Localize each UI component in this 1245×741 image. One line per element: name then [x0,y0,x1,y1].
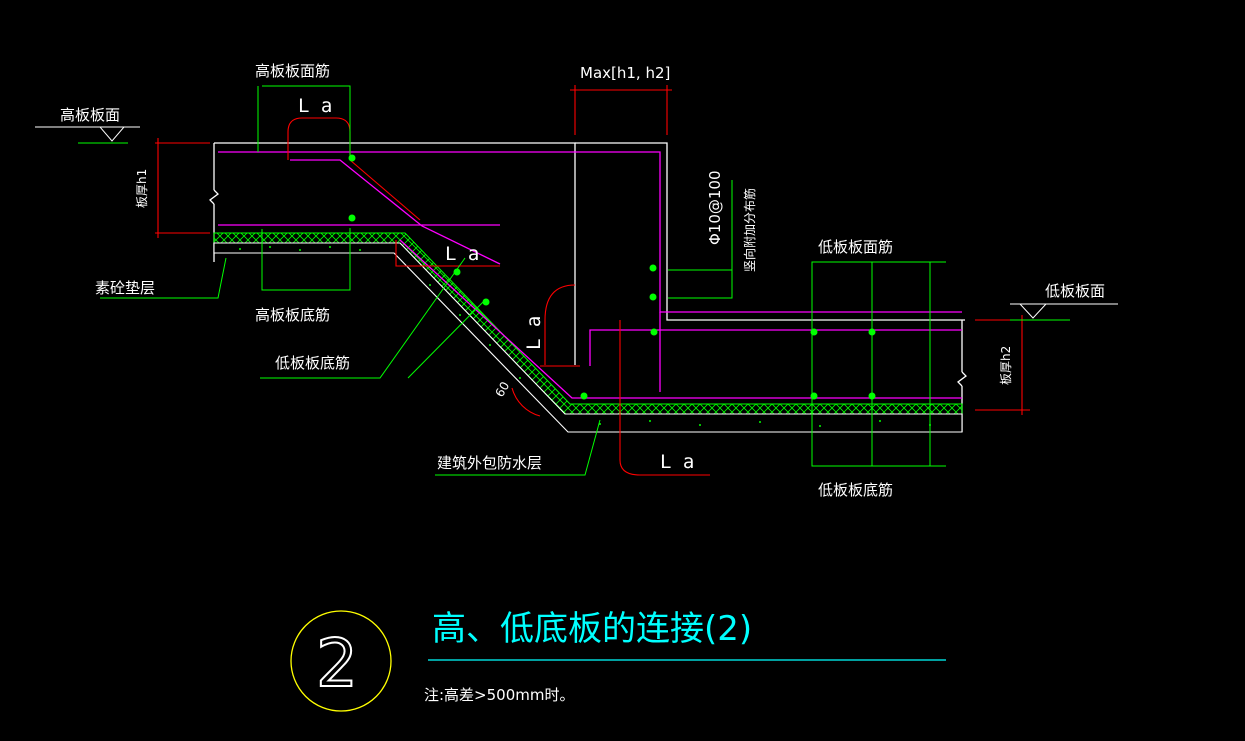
label-waterproof-layer: 建筑外包防水层 [437,454,542,472]
rebar-lines [218,151,962,399]
label-la-vertical: L a [523,316,545,350]
cushion-layer [213,232,963,433]
label-la-bottom: L a [660,451,694,473]
concrete-outline [209,142,967,432]
label-vertical-rebar-spec: Φ10@100 [706,170,724,245]
detail-number: 2 [316,625,358,702]
label-thickness-h2: 板厚h2 [999,346,1013,385]
label-low-slab-surface: 低板板面 [1045,282,1105,300]
label-thickness-h1: 板厚h1 [135,169,149,208]
label-vertical-rebar-desc: 竖向附加分布筋 [742,188,757,272]
label-angle: 60 [492,379,512,399]
rebar-dots [348,154,876,400]
label-low-slab-bottom-bar: 低板板底筋 [818,481,893,499]
label-la-mid: L a [445,243,479,265]
dimension-lines [155,85,1030,476]
top-rebar-high [218,151,962,313]
label-high-slab-top-bar: 高板板面筋 [255,62,330,80]
low-top-rebar [589,329,962,366]
label-high-slab-bottom-bar: 高板板底筋 [255,306,330,324]
label-high-slab-surface: 高板板面 [60,106,120,124]
detail-note: 注:高差>500mm时。 [424,686,574,704]
top-bent-rebar [290,159,501,265]
detail-number-circle [290,610,392,712]
leader-lines [78,85,1070,476]
label-max-dimension: Max[h1, h2] [580,64,670,82]
label-la-top: L a [298,95,332,117]
label-low-slab-bottom-bar-slope: 低板板底筋 [275,354,350,372]
bottom-rebar-slope [399,239,962,399]
label-low-slab-top-bar: 低板板面筋 [818,238,893,256]
label-plain-concrete-cushion: 素砼垫层 [95,279,155,297]
elevation-symbols [35,126,1118,319]
detail-title: 高、低底板的连接(2) [432,609,752,649]
